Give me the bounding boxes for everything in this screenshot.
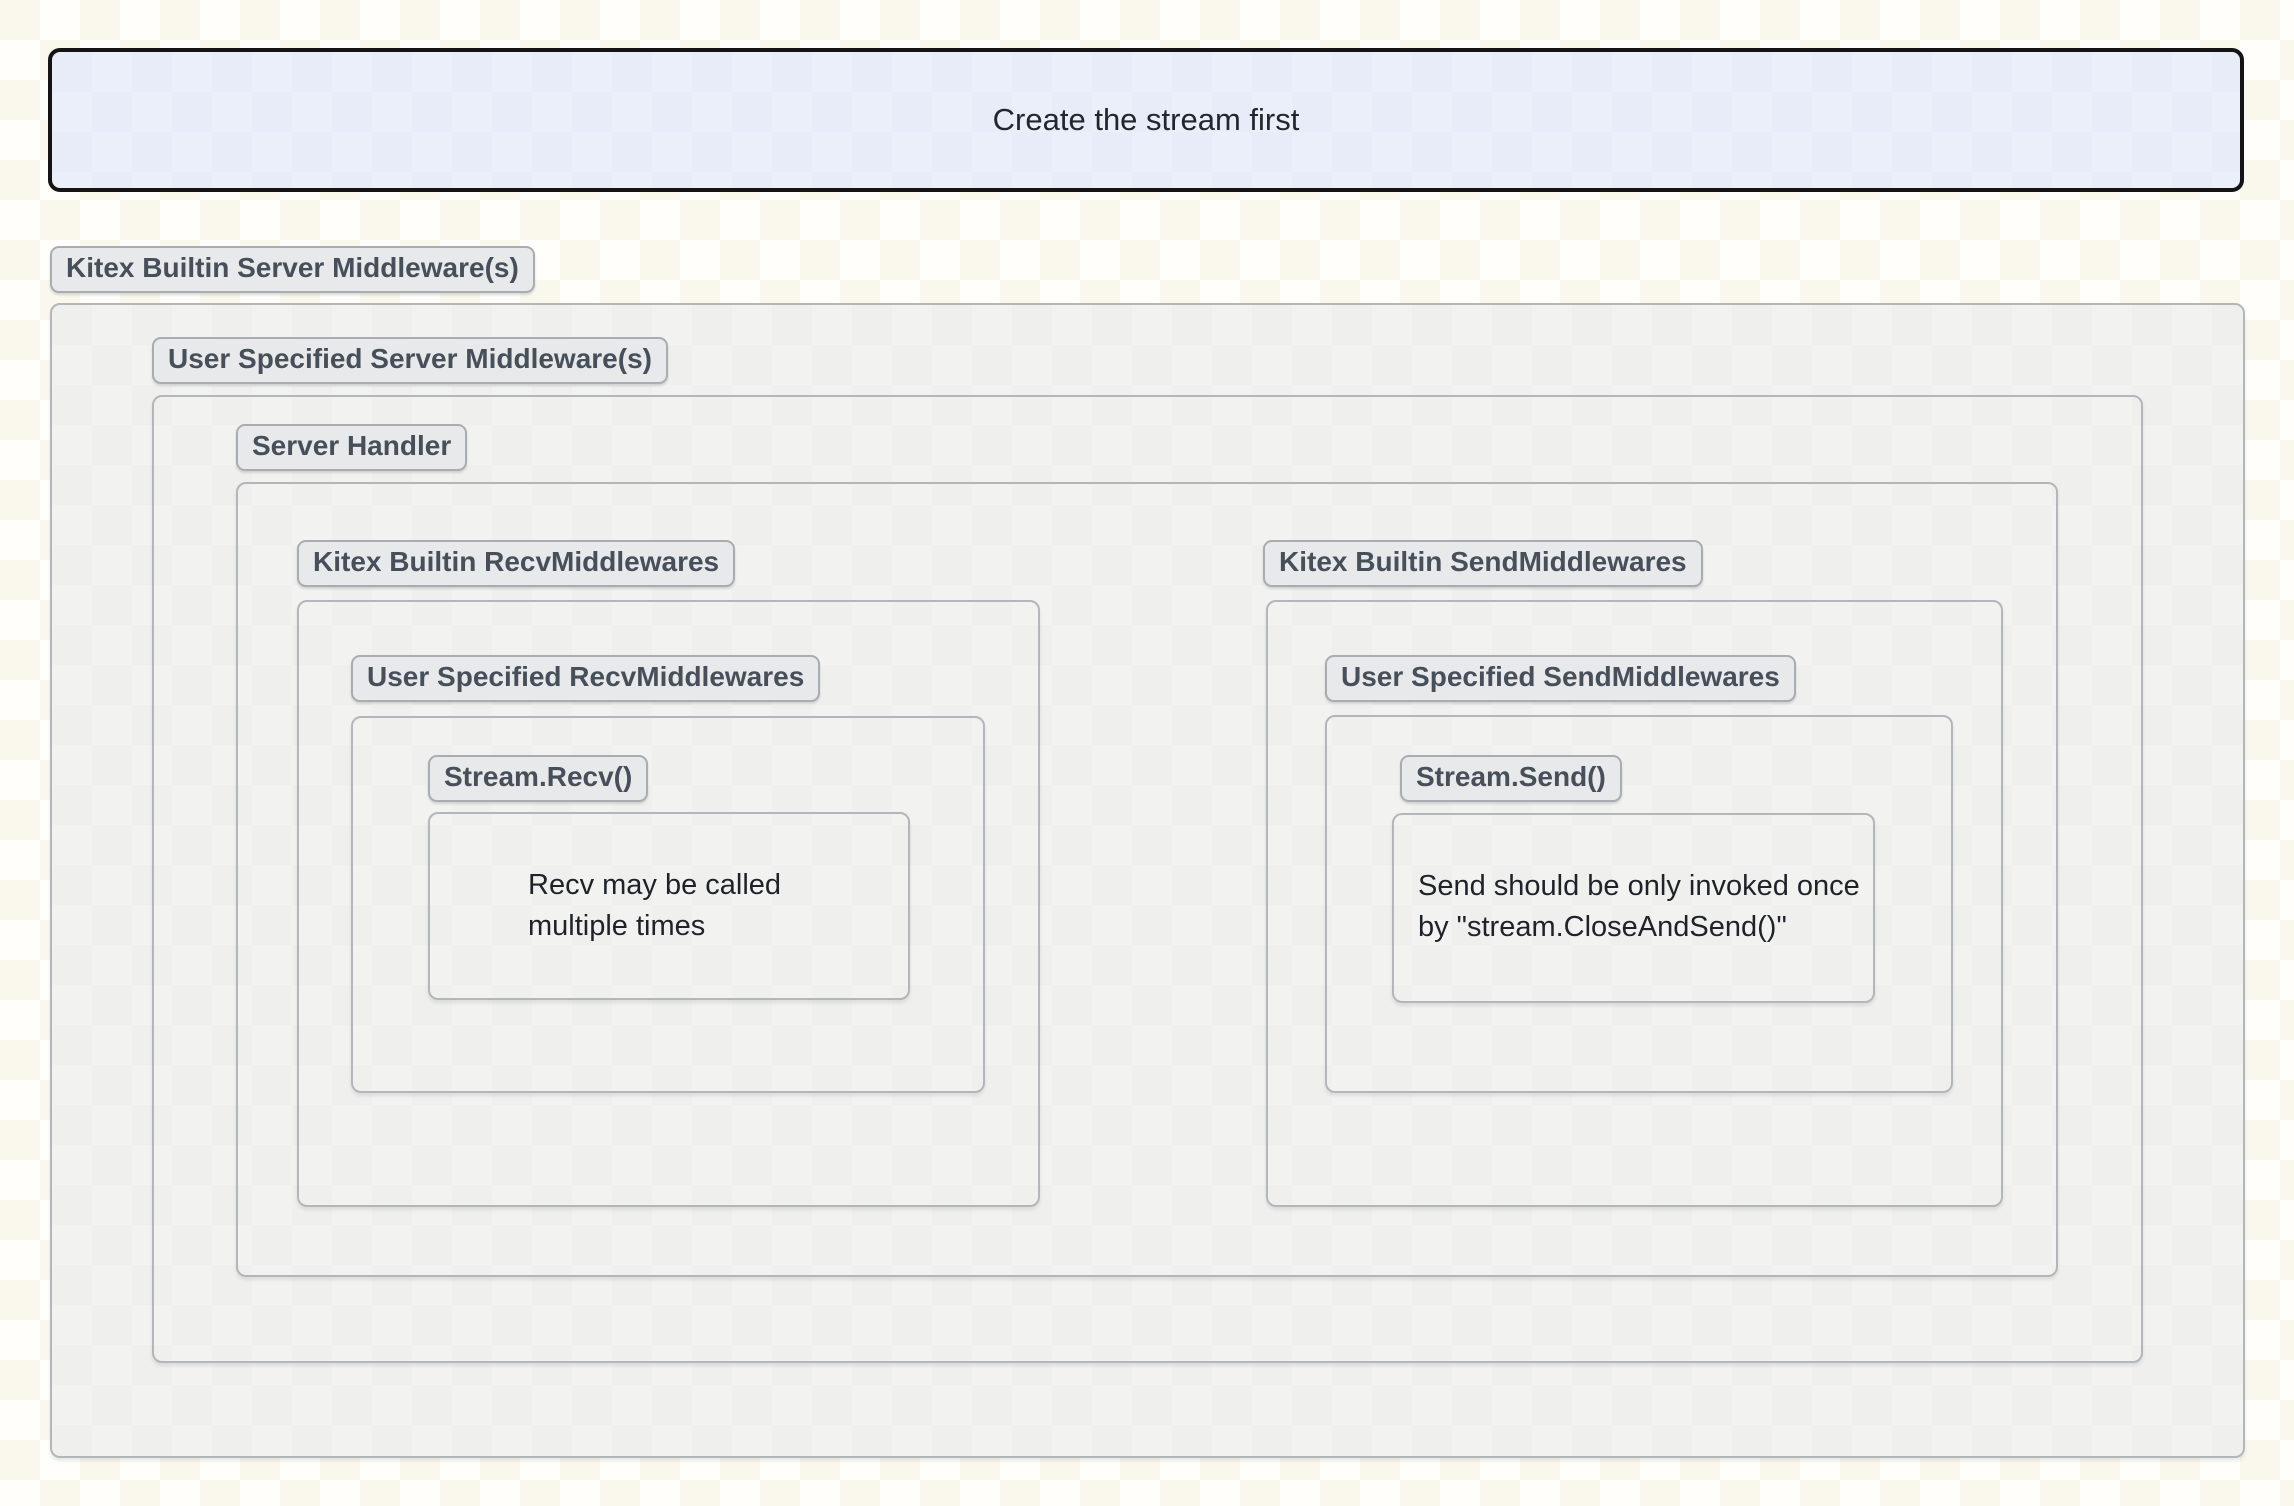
send-builtin-middlewares-label: Kitex Builtin SendMiddlewares (1263, 540, 1703, 587)
stream-send-box (1392, 813, 1875, 1003)
create-stream-note-text: Create the stream first (992, 102, 1300, 137)
create-stream-note-box: Create the stream first (48, 48, 2244, 192)
builtin-server-middleware-label: Kitex Builtin Server Middleware(s) (50, 246, 535, 293)
stream-recv-box (428, 812, 910, 1000)
recv-user-middlewares-box (351, 716, 985, 1093)
recv-note-line1: Recv may be called (528, 868, 782, 901)
recv-builtin-middlewares-label: Kitex Builtin RecvMiddlewares (297, 540, 736, 587)
send-note-line2: by "stream.CloseAndSend()" (1418, 911, 1787, 943)
user-server-middleware-box (152, 395, 2143, 1363)
send-note-line1: Send should be only invoked once (1418, 869, 1860, 902)
stream-recv-label: Stream.Recv() (428, 755, 649, 802)
builtin-server-middleware-box (50, 303, 2245, 1458)
send-user-middlewares-box (1325, 715, 1953, 1093)
recv-user-middlewares-label: User Specified RecvMiddlewares (351, 655, 821, 702)
server-handler-label: Server Handler (236, 424, 468, 471)
stream-send-label: Stream.Send() (1400, 755, 1622, 802)
recv-builtin-middlewares-box (297, 600, 1040, 1207)
recv-note: Recv may be called multiple times (430, 814, 906, 998)
user-server-middleware-label: User Specified Server Middleware(s) (152, 337, 668, 384)
send-note: Send should be only invoked once by "str… (1394, 815, 1871, 999)
send-builtin-middlewares-box (1266, 600, 2003, 1207)
recv-note-line2: multiple times (528, 910, 706, 942)
server-handler-box (236, 482, 2058, 1277)
send-user-middlewares-label: User Specified SendMiddlewares (1325, 655, 1796, 702)
